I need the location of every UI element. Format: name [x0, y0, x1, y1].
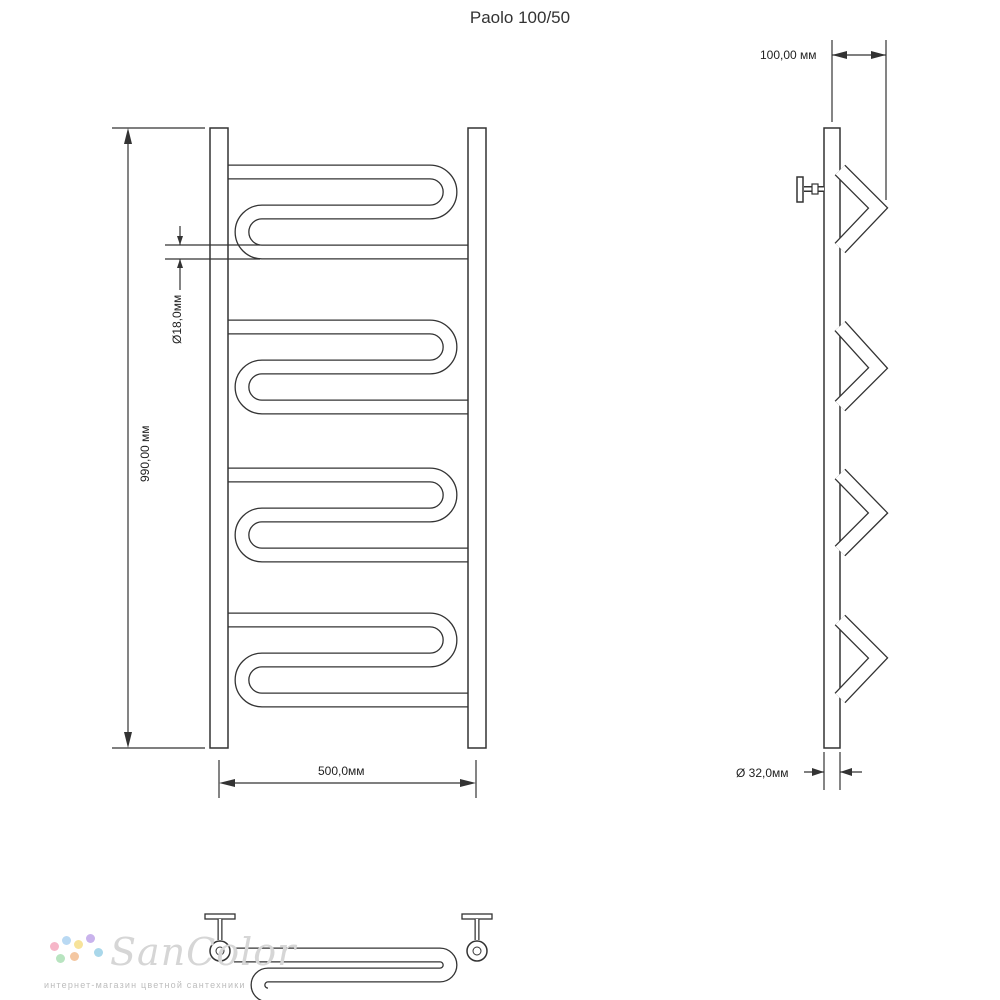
post-diameter-label: Ø 32,0мм: [736, 766, 789, 780]
pipe-diameter-label: Ø18,0мм: [170, 294, 184, 344]
width-dimension-label: 500,0мм: [318, 764, 365, 778]
logo-dot: [94, 948, 103, 957]
logo-tagline: интернет-магазин цветной сантехники: [44, 980, 246, 990]
logo-dot: [56, 954, 65, 963]
pipe-diameter-dimension: [165, 226, 260, 290]
height-dimension: [112, 127, 205, 749]
logo-name: SanColor: [110, 930, 297, 974]
left-post: [209, 127, 229, 749]
top-left-bracket: [204, 913, 236, 962]
side-view: [796, 40, 889, 790]
post-diameter-dimension: [804, 752, 862, 790]
side-loops: [834, 164, 889, 704]
drawing-title: Paolo 100/50: [469, 8, 571, 27]
front-view: [112, 127, 487, 798]
logo-dot: [62, 936, 71, 945]
logo-dot: [50, 942, 59, 951]
logo-dot: [70, 952, 79, 961]
right-post: [467, 127, 487, 749]
side-post: [823, 127, 841, 749]
serpentine-pipes: [228, 164, 468, 708]
logo-dot: [86, 934, 95, 943]
depth-dimension-label: 100,00 мм: [760, 48, 817, 62]
top-right-bracket: [461, 913, 493, 962]
width-dimension: [218, 760, 477, 798]
sancolor-logo: SanColor интернет-магазин цветной сантех…: [44, 926, 304, 996]
wall-mount: [796, 176, 824, 203]
logo-dot: [74, 940, 83, 949]
depth-dimension: [831, 40, 887, 200]
top-view: [204, 913, 493, 1000]
height-dimension-label: 990,00 мм: [138, 425, 152, 482]
